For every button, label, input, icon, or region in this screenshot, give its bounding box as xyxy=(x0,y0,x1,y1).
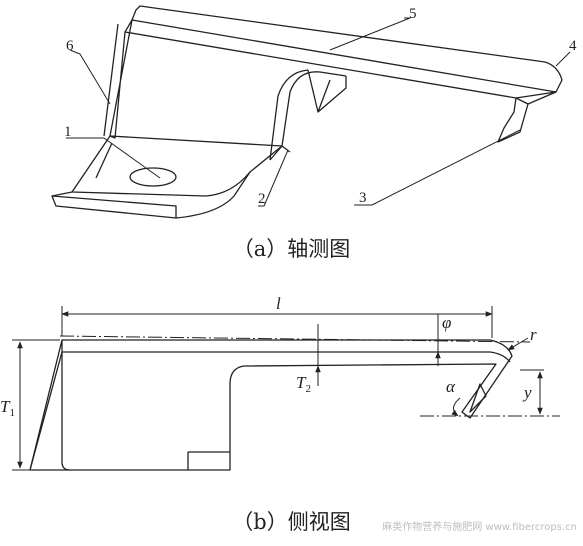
top-bar-outline xyxy=(131,5,563,93)
dim-radius-line xyxy=(507,337,529,351)
part-label-5: 5 xyxy=(409,6,417,22)
front-tip-edge xyxy=(527,91,557,105)
leader-5 xyxy=(329,17,411,51)
side-inner-edge xyxy=(61,340,71,471)
part-label-4: 4 xyxy=(569,38,577,54)
part-label-1: 1 xyxy=(64,124,72,140)
dim-length-label: l xyxy=(276,294,281,313)
front-tip xyxy=(497,97,529,143)
dim-radius-label: r xyxy=(530,325,537,344)
leader-lines xyxy=(66,17,571,207)
top-bar-underside xyxy=(124,19,557,99)
part-label-2: 2 xyxy=(258,191,266,207)
part-label-3: 3 xyxy=(359,190,367,206)
base-plate xyxy=(71,135,283,197)
dim-alpha-arc xyxy=(451,397,461,417)
dim-alpha-label: α xyxy=(446,377,456,396)
extension-lines xyxy=(12,306,544,471)
rear-wall-edge xyxy=(103,23,119,137)
tip-detail xyxy=(469,383,487,413)
middle-riser-notch xyxy=(307,69,347,113)
base-plate-side xyxy=(51,171,251,219)
leader-3 xyxy=(354,129,521,206)
caption-side-view: （b）侧视图 xyxy=(232,510,351,534)
watermark: 麻类作物营养与施肥网 www.fibercrops.cn xyxy=(382,522,577,533)
side-chamfer xyxy=(29,351,63,471)
side-outline xyxy=(29,339,513,471)
caption-isometric: （a）轴测图 xyxy=(232,237,351,261)
base-plate-inner xyxy=(95,142,113,179)
isometric-view: 1 2 3 4 5 6 xyxy=(51,5,577,219)
middle-riser xyxy=(281,71,347,147)
middle-riser-front xyxy=(269,69,309,161)
hole xyxy=(129,167,177,187)
base-plate-front xyxy=(51,195,177,218)
center-line-top xyxy=(59,335,531,343)
rear-wall xyxy=(109,19,133,139)
dim-y-label: y xyxy=(522,383,532,402)
middle-riser-base xyxy=(269,145,291,161)
side-top-line xyxy=(62,351,511,363)
side-view: l φ r T2 T1 y α xyxy=(0,294,560,471)
dim-phi-label: φ xyxy=(442,313,451,332)
side-step xyxy=(187,451,230,470)
dim-t1-label: T1 xyxy=(0,397,15,419)
dim-t2-label: T2 xyxy=(296,373,311,395)
part-label-6: 6 xyxy=(66,38,74,54)
leader-4 xyxy=(555,51,571,67)
leader-1 xyxy=(66,137,161,179)
leader-2 xyxy=(258,149,289,207)
leader-6 xyxy=(69,49,111,105)
center-lines xyxy=(59,335,560,417)
